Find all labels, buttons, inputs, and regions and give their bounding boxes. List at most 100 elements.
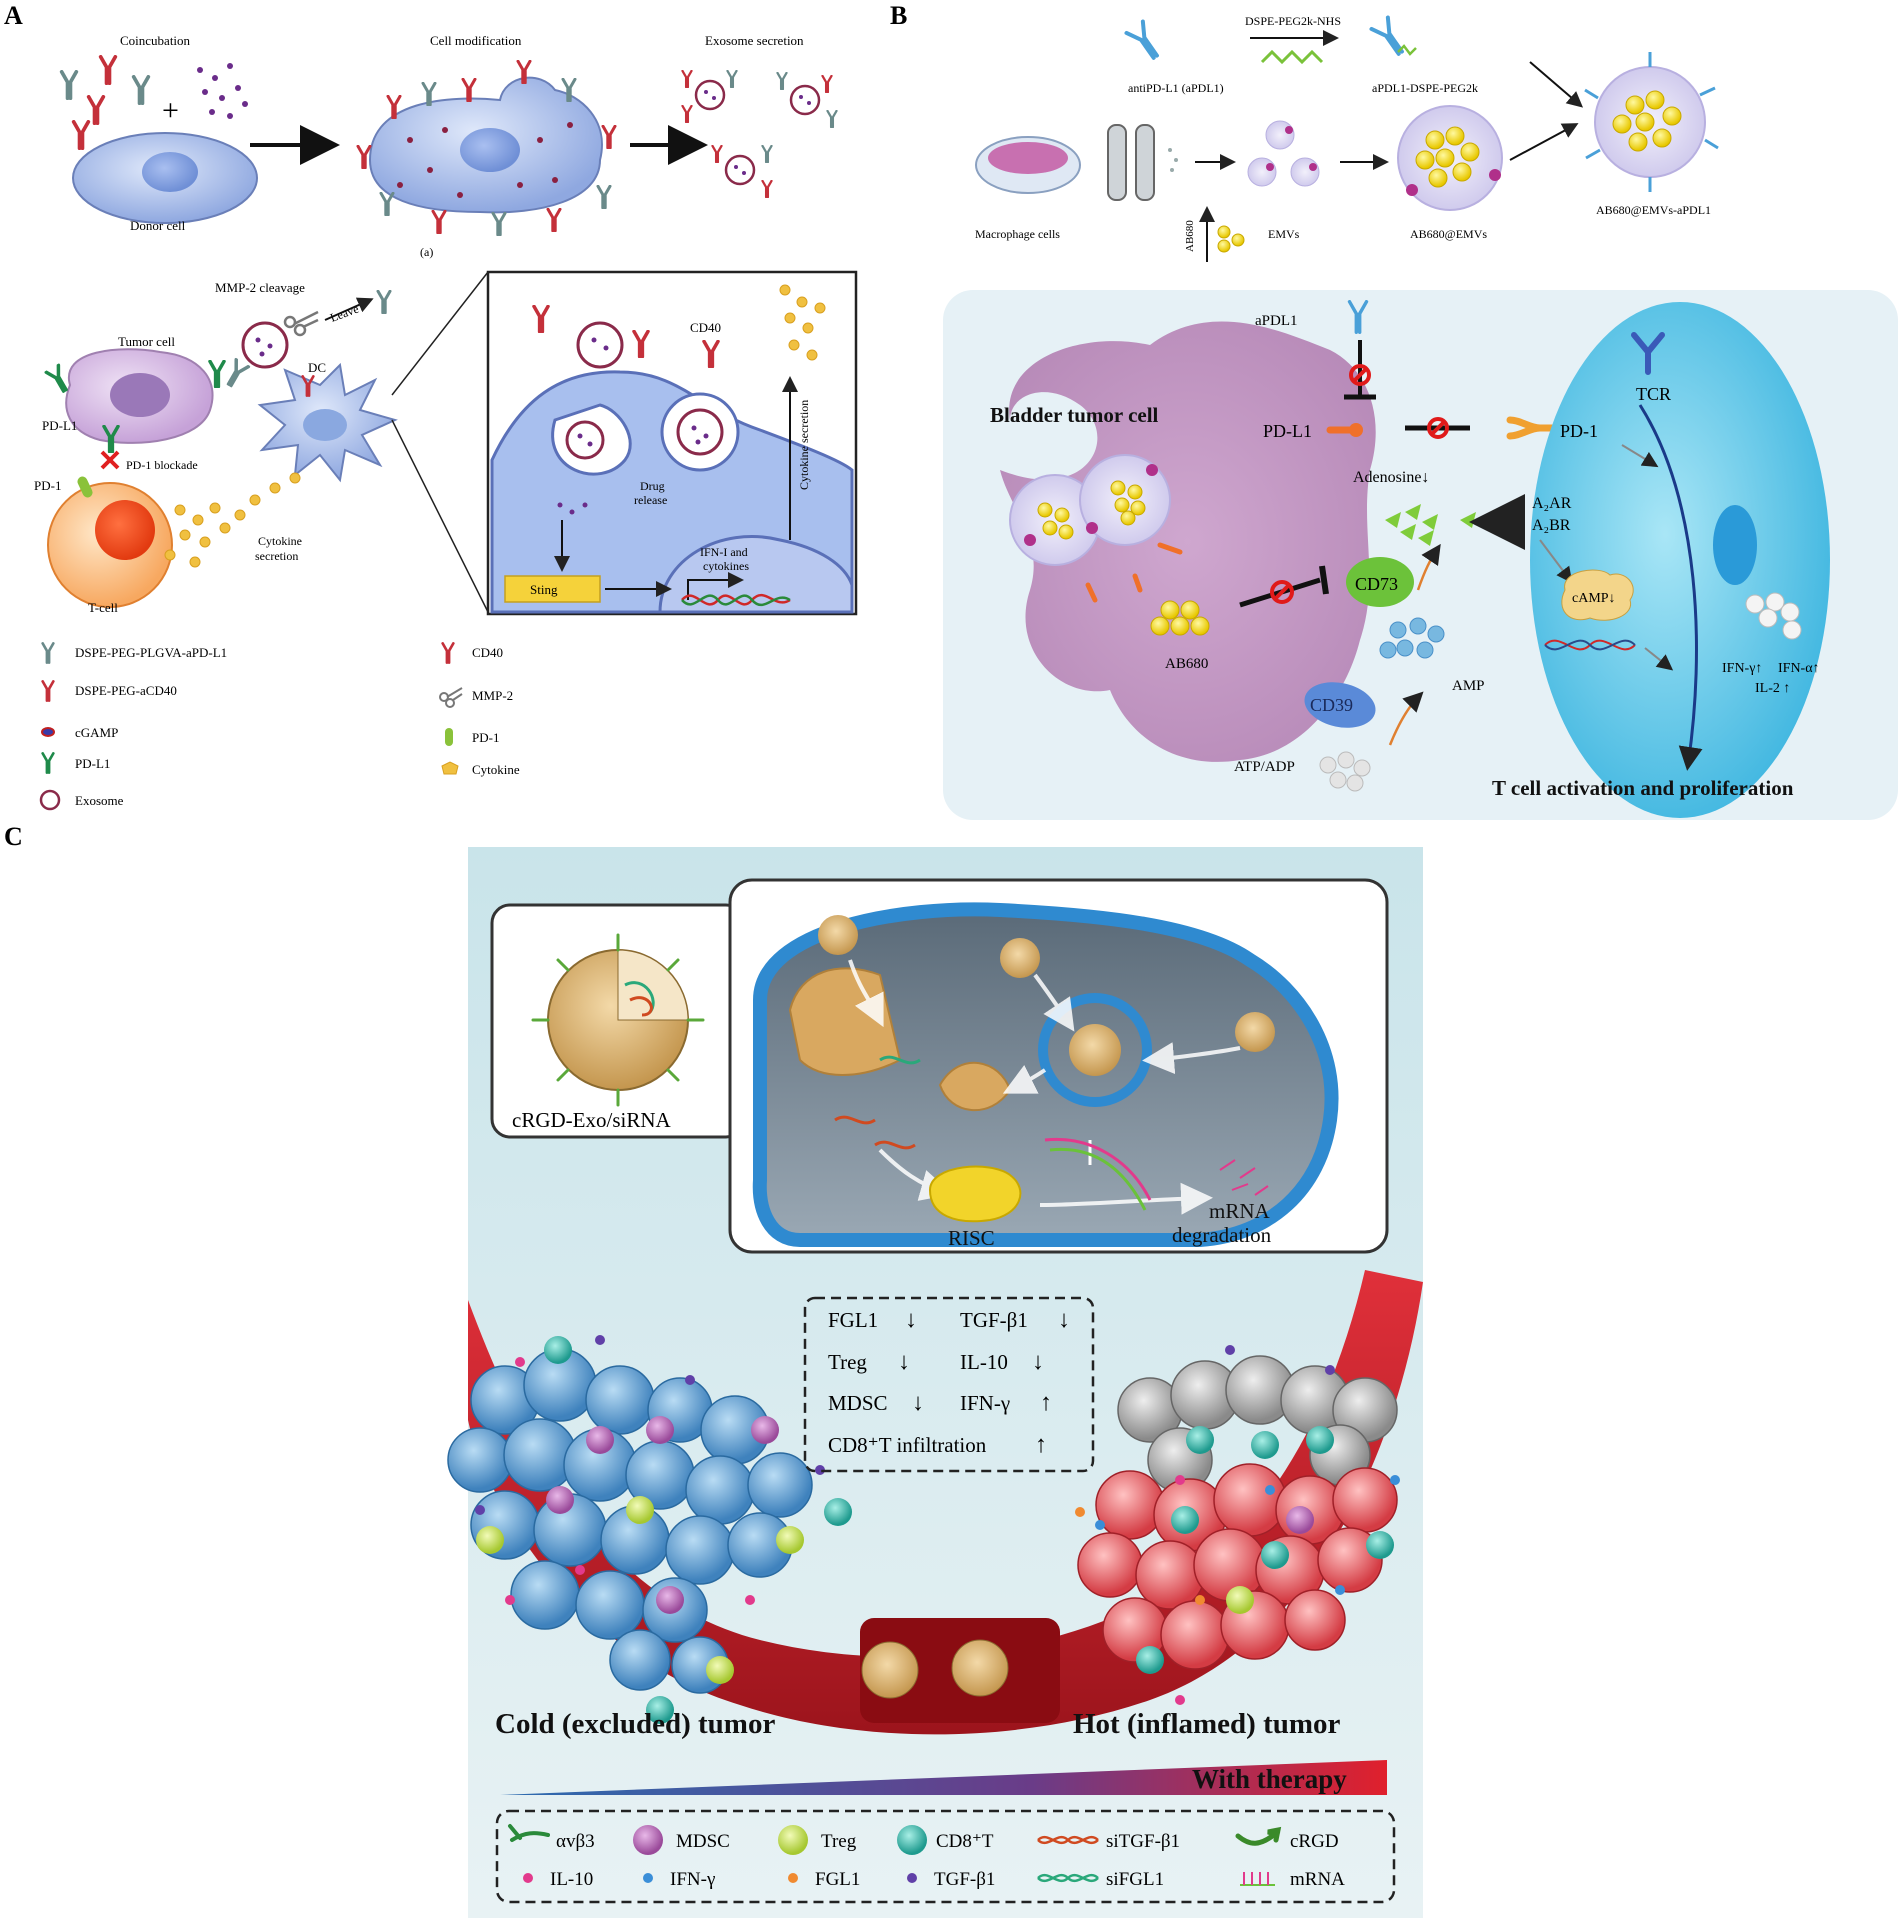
pdl1-b-label: PD-L1 <box>1263 421 1312 441</box>
antibody-icon <box>59 70 79 100</box>
mrna-degradation-label-1: mRNA <box>1209 1199 1271 1223</box>
apdl1-dspe-icon <box>1369 15 1411 61</box>
il2-label: IL-2 ↑ <box>1755 681 1790 696</box>
effect-2-arrow: ↓ <box>898 1349 910 1375</box>
atp-icons <box>1319 751 1371 792</box>
t-cell-b-nucleus <box>1713 505 1757 585</box>
effect-1-label: TGF-β1 <box>960 1308 1028 1332</box>
donor-cell-nucleus <box>142 152 198 192</box>
tumor-cell-label: Tumor cell <box>118 334 175 349</box>
cgamp-icon <box>41 727 55 737</box>
cd8t-icon <box>897 1825 927 1855</box>
with-therapy-label: With therapy <box>1192 1764 1347 1794</box>
cgamp-dots <box>397 122 573 198</box>
cross-icon <box>100 450 120 470</box>
cytokine-dots-zoom <box>779 284 826 361</box>
avb3-icon <box>508 1824 550 1842</box>
legend-a-item-4: Exosome <box>75 793 124 808</box>
degraded-mrna-icon <box>1219 1159 1269 1196</box>
antibody-icon <box>98 55 118 85</box>
ifn-label-1: IFN-I and <box>700 545 748 559</box>
tcr-icon <box>1631 332 1665 375</box>
legend-c-item-6: IL-10 <box>550 1869 593 1890</box>
bladder-tumor-cell <box>1000 321 1376 762</box>
panel-b: B antiPD-L1 (aPDL1) DSPE-PEG2k-NHS aPDL1… <box>890 1 1898 820</box>
pdl1-icon <box>44 363 73 396</box>
legend-c <box>495 1809 1396 1904</box>
pd1-blockade-label: PD-1 blockade <box>126 458 198 472</box>
ifn-g-label: IFN-γ↑ <box>1722 661 1762 676</box>
antibody-icon <box>86 95 106 125</box>
cd39-icon <box>1304 682 1376 728</box>
emvs-label: EMVs <box>1268 227 1300 241</box>
cd40-legend-icon <box>441 642 455 664</box>
exosomes-secreted <box>694 79 821 186</box>
amp-icons <box>1379 617 1445 659</box>
legend-a: DSPE-PEG-PLGVA-aPD-L1 DSPE-PEG-aCD40 cGA… <box>39 642 520 811</box>
leave-label: Leave <box>328 302 360 325</box>
scissors-icon <box>283 310 319 337</box>
pd1-legend-icon <box>445 728 453 746</box>
ifn-label-2: cytokines <box>703 559 749 573</box>
effect-6-arrow: ↑ <box>1035 1432 1047 1458</box>
fgl1-icon <box>788 1873 798 1883</box>
cell-modification-label: Cell modification <box>430 33 522 48</box>
ab680-emvs-label: AB680@EMVs <box>1410 227 1487 241</box>
t-cell-label: T-cell <box>88 600 118 615</box>
t-activation-label: T cell activation and proliferation <box>1492 776 1794 800</box>
pdl1-icon <box>208 360 226 388</box>
pdl1-legend-icon <box>41 752 55 774</box>
legend-c-item-8: FGL1 <box>815 1869 860 1890</box>
cytokine-dots-c <box>475 1335 1400 1705</box>
effect-4-arrow: ↓ <box>912 1390 924 1416</box>
legend-a-item-6: MMP-2 <box>472 688 513 703</box>
mmp2-cleavage-label: MMP-2 cleavage <box>215 280 305 295</box>
crgd-icon <box>1235 1826 1282 1846</box>
camp-icon <box>1561 569 1634 621</box>
effects-box <box>803 1296 1095 1473</box>
bladder-tumor-label: Bladder tumor cell <box>990 403 1159 427</box>
inhibit-icon <box>1349 364 1371 386</box>
sitgfb1-icon <box>1037 1835 1099 1845</box>
legend-a-item-2: cGAMP <box>75 725 118 740</box>
legend-a-item-8: Cytokine <box>472 762 520 777</box>
sirna-strands <box>834 1055 921 1150</box>
ifn-a-label: IFN-α↑ <box>1778 661 1820 676</box>
emvs-icon <box>1247 120 1320 187</box>
extrusion-filter-icon <box>1107 124 1178 201</box>
sting-label: Sting <box>530 582 558 597</box>
ab680-b-label: AB680 <box>1165 656 1208 672</box>
legend-c-item-9: TGF-β1 <box>934 1869 995 1890</box>
legend-c-item-0: αvβ3 <box>556 1831 595 1852</box>
pd1-receptor-icon <box>77 476 93 498</box>
effect-0-arrow: ↓ <box>905 1307 917 1333</box>
a2ar-label: A₂AR <box>1532 495 1572 512</box>
mrna-strand-icon <box>1044 1137 1152 1201</box>
a2br-label: A₂BR <box>1532 517 1571 534</box>
panel-b-letter: B <box>890 1 907 30</box>
risc-complex-icon <box>928 1165 1022 1223</box>
atp-adp-label: ATP/ADP <box>1234 759 1295 775</box>
anti-pdl1-label: antiPD-L1 (aPDL1) <box>1128 81 1224 95</box>
ab680-cluster-icon <box>1150 600 1210 636</box>
ab680-vertical: AB680 <box>1184 220 1196 252</box>
drug-release-label-1: Drug <box>640 479 665 493</box>
effect-0-label: FGL1 <box>828 1308 878 1332</box>
pdl1-label: PD-L1 <box>42 418 77 433</box>
caption-a: (a) <box>420 245 433 259</box>
cd73-label: CD73 <box>1355 574 1398 594</box>
effect-6-label: CD8⁺T infiltration <box>828 1433 987 1457</box>
legend-c-item-4: siTGF-β1 <box>1106 1831 1180 1852</box>
immune-cells <box>476 1336 1394 1724</box>
dna-b-icon <box>1544 639 1636 651</box>
pd1-label: PD-1 <box>34 478 61 493</box>
effect-1-arrow: ↓ <box>1058 1307 1070 1333</box>
macrophage-label: Macrophage cells <box>975 227 1060 241</box>
apdl1-dspe-label: aPDL1-DSPE-PEG2k <box>1372 81 1478 95</box>
cold-tumor <box>447 1348 813 1694</box>
signal-arrow <box>1638 404 1703 771</box>
panel-a: A Coincubation + Donor cell Cell modific… <box>4 1 858 811</box>
dc-label: DC <box>308 360 326 375</box>
mrna-icon <box>1240 1872 1275 1886</box>
